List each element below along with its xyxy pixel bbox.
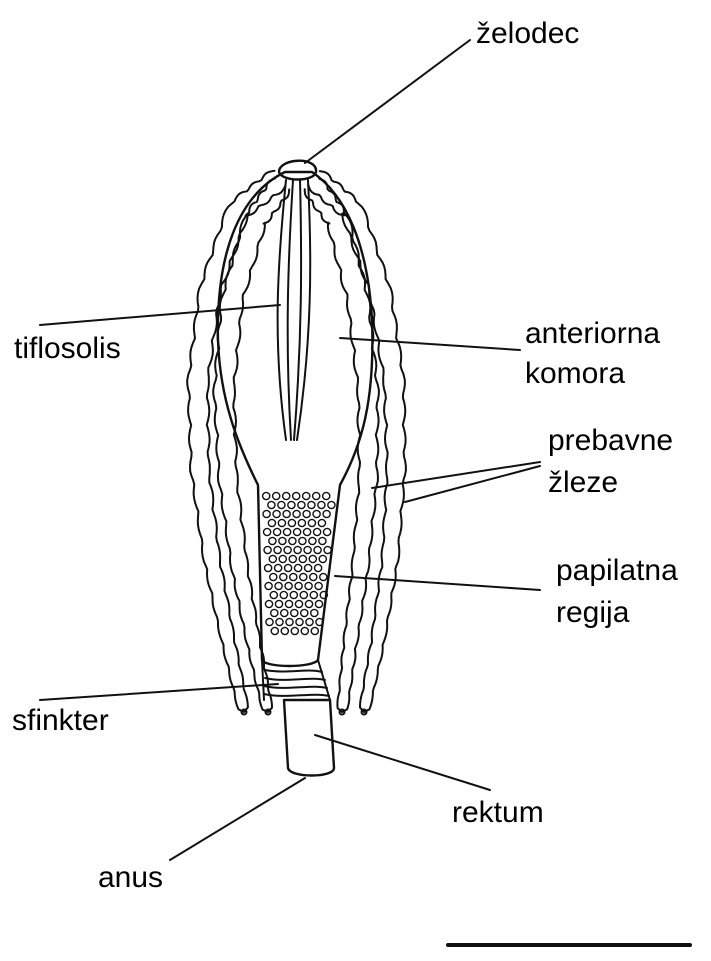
label-anus: anus <box>98 862 163 894</box>
label-anterior-chamber-line2: komora <box>525 358 625 390</box>
label-digestive-glands-line1: prebavne <box>548 425 673 457</box>
label-anterior-chamber-line1: anteriorna <box>525 318 660 350</box>
label-typhlosole: tiflosolis <box>14 333 121 365</box>
label-papillate-region-line2: regija <box>556 597 629 629</box>
label-rectum: rektum <box>452 797 544 829</box>
label-digestive-glands-line2: žleze <box>548 467 618 499</box>
label-sphincter: sfinkter <box>12 705 109 737</box>
digestive-glands <box>187 171 406 715</box>
typhlosole <box>278 180 311 440</box>
label-papillate-region-line1: papilatna <box>556 555 678 587</box>
label-stomach: želodec <box>476 18 579 50</box>
stomach-outline <box>279 161 316 180</box>
